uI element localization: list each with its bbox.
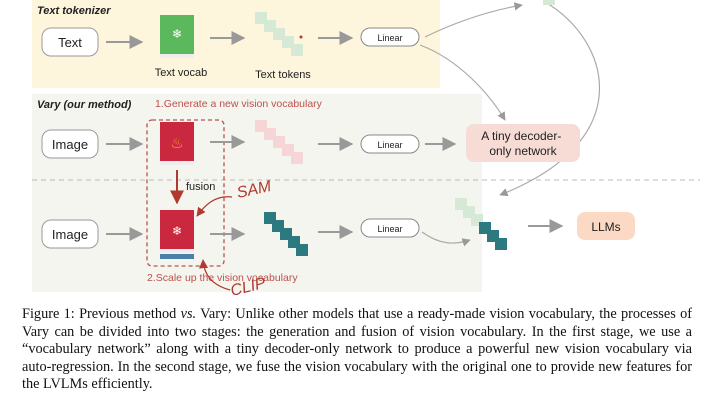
text-tokens-icon: [255, 12, 303, 56]
llms-box: [577, 212, 635, 240]
text-input-box: [41, 27, 99, 57]
linear-label-3: Linear: [377, 224, 402, 234]
decoder-label-line-2: only network: [489, 144, 557, 158]
arrow-top-to-lower-token: [499, 1, 601, 197]
image-input-box-bottom: [41, 219, 99, 249]
decoder-label-line-1: A tiny decoder-: [481, 129, 561, 143]
handwritten-arrow-clip: [199, 259, 231, 291]
section-title-vary: Vary (our method): [37, 99, 132, 111]
arrow-linear1-to-decoder: [419, 44, 506, 121]
figure-caption: Figure 1: Previous method vs. Vary: Unli…: [22, 306, 692, 394]
text-vocab-book-icon: ❄: [160, 15, 194, 58]
handwritten-arrow-sam: [196, 196, 233, 217]
step1-label: 1.Generate a new vision vocabulary: [155, 98, 323, 110]
linear-box-3: [360, 218, 420, 238]
image-input-box-top: [41, 129, 99, 159]
linear-box-2: [360, 134, 420, 154]
svg-text:❄: ❄: [172, 224, 182, 238]
text-tokens-label: Text tokens: [255, 69, 311, 81]
vision-tokens-teal-icon: [264, 212, 308, 256]
caption-vs: vs.: [180, 306, 197, 322]
image-input-label-top: Image: [52, 137, 88, 152]
section-title-text-tokenizer: Text tokenizer: [37, 5, 111, 17]
caption-label: Figure 1:: [22, 306, 75, 322]
handwritten-sam: SAM: [235, 178, 273, 202]
llms-label: LLMs: [591, 220, 620, 234]
vocab-dashed-frame: [146, 119, 225, 267]
arrow-linear1-to-llm: [424, 2, 523, 38]
caption-part-1: Previous method: [74, 306, 181, 322]
image-input-label-bottom: Image: [52, 227, 88, 242]
linear-label-1: Linear: [377, 33, 402, 43]
text-vocab-label: Text vocab: [155, 67, 208, 79]
fusion-label: fusion: [186, 181, 215, 193]
decoder-label: A tiny decoder- only network: [481, 129, 564, 158]
svg-text:❄: ❄: [172, 27, 182, 41]
vary-diagram: Text tokenizer Vary (our method) Text ❄ …: [32, 0, 700, 300]
new-vocab-book-icon: ♨: [160, 122, 194, 165]
combined-tokens-icon: [455, 198, 507, 250]
cropped-token-top: [543, 0, 555, 5]
vision-tokens-pink-icon: [255, 120, 303, 164]
linear-label-2: Linear: [377, 140, 402, 150]
caption-part-2: Vary: Unlike other models that use a rea…: [22, 306, 692, 393]
step2-label: 2.Scale up the vision vocabulary: [147, 272, 298, 284]
decoder-box: [466, 124, 580, 162]
linear-box-1: [360, 27, 420, 47]
text-input-label: Text: [58, 35, 82, 50]
svg-text:♨: ♨: [170, 135, 183, 152]
arrow-linear3-to-combined-tokens: [421, 231, 471, 247]
fused-vocab-book-icon: ❄: [160, 210, 194, 259]
